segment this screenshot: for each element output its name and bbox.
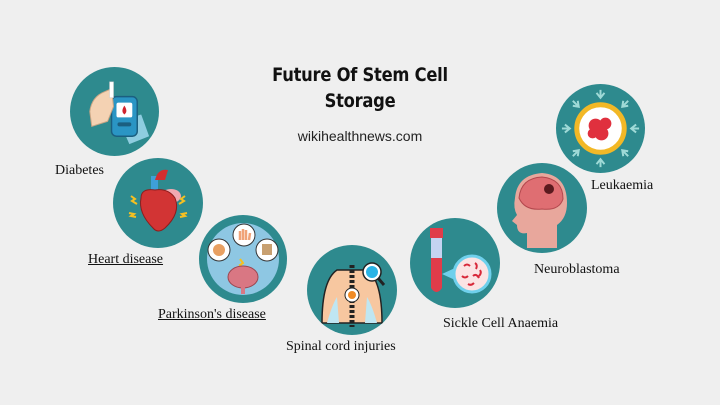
blood-cell-icon [556, 84, 645, 173]
blood-tube-icon [410, 218, 500, 308]
title-line-1: Future Of Stem Cell [272, 64, 448, 86]
brain-tremor-icon [199, 215, 287, 303]
page-title: Future Of Stem Cell Storage [257, 62, 463, 114]
disease-label-spinal-cord-injuries: Spinal cord injuries [286, 339, 396, 354]
spine-icon [307, 245, 397, 335]
disease-label-sickle-cell-anaemia: Sickle Cell Anaemia [443, 316, 559, 331]
disease-label-neuroblastoma: Neuroblastoma [534, 262, 620, 277]
website-label: wikihealthnews.com [297, 128, 423, 144]
disease-label-parkinsons-disease: Parkinson's disease [158, 307, 266, 322]
glucose-meter-icon [70, 67, 159, 156]
head-brain-tumor-icon [497, 163, 587, 253]
disease-label-diabetes: Diabetes [55, 163, 104, 178]
disease-label-leukaemia: Leukaemia [591, 178, 654, 193]
title-line-2: Storage [324, 90, 396, 112]
heart-icon [113, 158, 203, 248]
disease-label-heart-disease: Heart disease [88, 252, 164, 267]
